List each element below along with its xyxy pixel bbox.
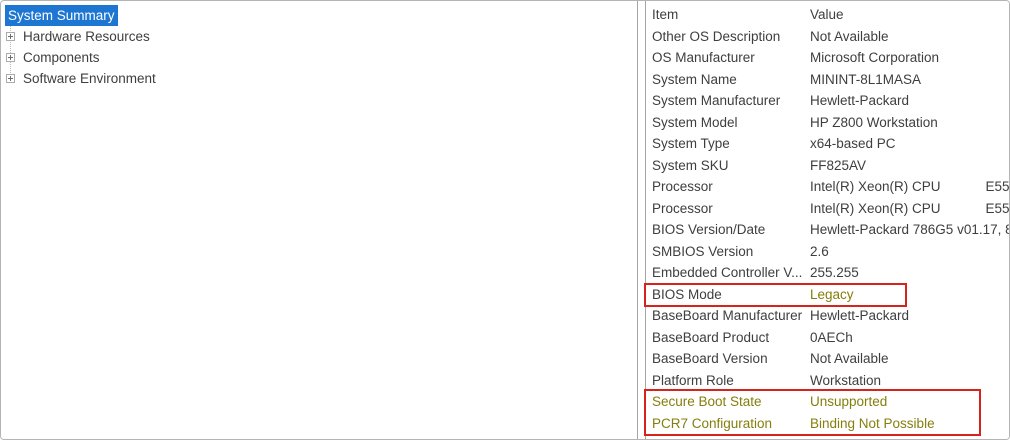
item-cell: BaseBoard Product — [652, 329, 770, 345]
tree-item[interactable]: Software Environment — [1, 68, 637, 89]
table-row[interactable]: System SKU FF825AV — [652, 155, 1009, 177]
item-cell: BIOS Version/Date — [652, 222, 766, 237]
table-row[interactable]: System Type x64-based PC — [652, 133, 1009, 155]
item-cell: System Manufacturer — [652, 93, 781, 108]
value-cell: HP Z800 Workstation — [810, 114, 938, 130]
value-cell: Hewlett-Packard — [810, 308, 910, 323]
table-row[interactable]: BIOS Mode Legacy — [652, 284, 1009, 306]
table-row[interactable]: System Manufacturer Hewlett-Packard — [652, 90, 1009, 112]
table-row[interactable]: PCR7 Configuration Binding Not Possible — [652, 413, 1009, 435]
table-row[interactable]: Processor Intel(R) Xeon(R) CPU E5506 — [652, 198, 1009, 220]
value-cell: Not Available — [810, 351, 889, 366]
expand-plus-icon[interactable] — [6, 32, 15, 41]
item-cell: BIOS Mode — [652, 286, 722, 302]
table-row[interactable]: BaseBoard Product 0AECh — [652, 327, 1009, 349]
table-row[interactable]: OS Manufacturer Microsoft Corporation — [652, 47, 1009, 69]
table-row[interactable]: System Model HP Z800 Workstation — [652, 112, 1009, 134]
tree-item-label: Hardware Resources — [23, 29, 150, 44]
item-cell: System Name — [652, 71, 737, 87]
value-cell: 0AECh — [810, 329, 853, 345]
table-row[interactable]: BaseBoard Version Not Available — [652, 348, 1009, 370]
category-tree: System Summary Hardware Resources Compon… — [1, 5, 637, 89]
item-cell: Platform Role — [652, 372, 734, 388]
item-cell: PCR7 Configuration — [652, 415, 773, 431]
value-cell: Binding Not Possible — [810, 415, 935, 431]
item-cell: Other OS Description — [652, 28, 781, 44]
tree-item[interactable]: Hardware Resources — [1, 26, 637, 47]
item-cell: Processor — [652, 200, 713, 216]
table-row[interactable]: BaseBoard Manufacturer Hewlett-Packard — [652, 305, 1009, 327]
value-cell: Hewlett-Packard — [810, 93, 910, 108]
item-cell: System Type — [652, 136, 730, 151]
value-cell: Microsoft Corporation — [810, 50, 940, 65]
table-header: Item Value — [652, 4, 1009, 26]
item-cell: BaseBoard Manufacturer — [652, 308, 803, 323]
tree-item-label: System Summary — [5, 5, 118, 26]
value-cell: Workstation — [810, 372, 882, 388]
item-cell: Embedded Controller V... — [652, 265, 803, 280]
item-cell: System Model — [652, 114, 738, 130]
value-cell: Not Available — [810, 28, 889, 44]
tree-item[interactable]: System Summary — [1, 5, 637, 26]
value-cell: Legacy — [810, 286, 854, 302]
value-cell: FF825AV — [810, 157, 867, 173]
value-cell: x64-based PC — [810, 136, 896, 151]
table-row[interactable]: Processor Intel(R) Xeon(R) CPU E5506 — [652, 176, 1009, 198]
expand-plus-icon[interactable] — [6, 74, 15, 83]
value-cell: 255.255 — [810, 265, 859, 280]
item-cell: Processor — [652, 179, 713, 194]
tree-item[interactable]: Components — [1, 47, 637, 68]
value-cell: 2.6 — [810, 243, 829, 259]
table-row[interactable]: System Name MININT-8L1MASA — [652, 69, 1009, 91]
table-row[interactable]: Embedded Controller V... 255.255 — [652, 262, 1009, 284]
value-cell: Intel(R) Xeon(R) CPU E5506 — [810, 179, 1009, 194]
item-cell: SMBIOS Version — [652, 243, 754, 259]
value-column-header[interactable]: Value — [810, 7, 844, 22]
details-panel[interactable]: Item Value Other OS Description Not Avai… — [645, 1, 1009, 439]
value-cell: Hewlett-Packard 786G5 v01.17, 8/ — [810, 222, 1009, 237]
item-cell: System SKU — [652, 157, 729, 173]
category-tree-panel[interactable]: System Summary Hardware Resources Compon… — [1, 1, 638, 439]
table-row[interactable]: Platform Role Workstation — [652, 370, 1009, 392]
item-cell: Secure Boot State — [652, 394, 762, 409]
value-cell: MININT-8L1MASA — [810, 71, 922, 87]
value-cell: Unsupported — [810, 394, 888, 409]
table-row[interactable]: BIOS Version/Date Hewlett-Packard 786G5 … — [652, 219, 1009, 241]
item-column-header[interactable]: Item — [652, 7, 679, 22]
tree-item-label: Components — [23, 50, 100, 65]
item-cell: OS Manufacturer — [652, 50, 755, 65]
value-cell: Intel(R) Xeon(R) CPU E5506 — [810, 200, 1009, 216]
expand-plus-icon[interactable] — [6, 53, 15, 62]
tree-item-label: Software Environment — [23, 71, 156, 86]
item-cell: BaseBoard Version — [652, 351, 768, 366]
table-row[interactable]: Secure Boot State Unsupported — [652, 391, 1009, 413]
table-row[interactable]: SMBIOS Version 2.6 — [652, 241, 1009, 263]
table-row[interactable]: Other OS Description Not Available — [652, 26, 1009, 48]
